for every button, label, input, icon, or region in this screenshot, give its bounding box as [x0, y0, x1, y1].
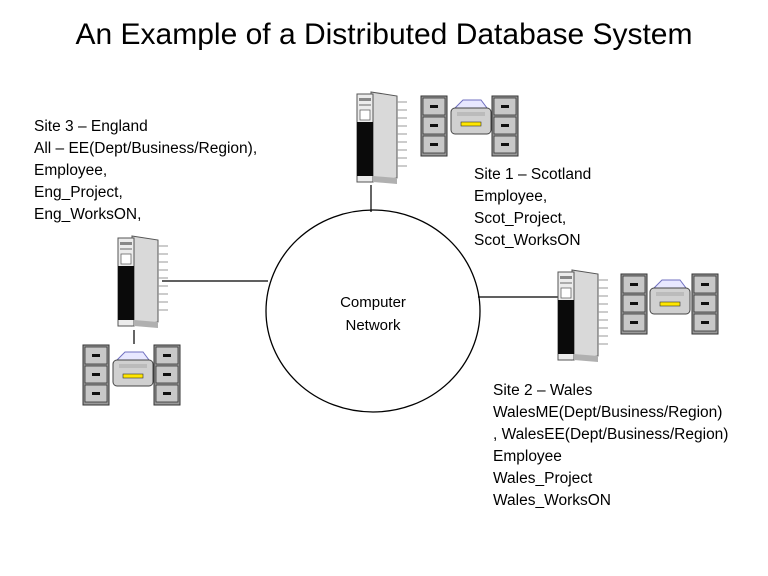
server-icon-site2 — [557, 269, 609, 363]
filing-cabinet-icon — [82, 344, 110, 406]
network-label-line1: Computer — [340, 294, 406, 311]
server-icon-site3 — [117, 235, 169, 329]
network-label-line2: Network — [345, 317, 401, 334]
filing-cabinet-icon — [691, 273, 719, 335]
site2-line: WalesME(Dept/Business/Region) — [493, 404, 723, 421]
printer-icon — [649, 279, 691, 315]
page-title: An Example of a Distributed Database Sys… — [75, 18, 693, 51]
site3-info: Site 3 – England All – EE(Dept/Business/… — [34, 116, 257, 226]
filing-cabinet-icon — [491, 95, 519, 157]
storage-site3 — [82, 344, 181, 406]
site1-line: Scot_Project, — [474, 210, 567, 227]
site2-line: Employee — [493, 448, 562, 465]
site1-heading: Site 1 – Scotland — [474, 166, 592, 183]
printer-icon — [112, 351, 154, 387]
site2-line: Wales_WorksON — [493, 492, 611, 509]
filing-cabinet-icon — [153, 344, 181, 406]
filing-cabinet-icon — [620, 273, 648, 335]
site3-heading: Site 3 – England — [34, 118, 148, 135]
site2-info: Site 2 – Wales WalesME(Dept/Business/Reg… — [493, 380, 728, 512]
network-ellipse — [265, 209, 481, 413]
site2-line: , WalesEE(Dept/Business/Region) — [493, 426, 729, 443]
storage-site2 — [620, 273, 719, 335]
filing-cabinet-icon — [420, 95, 448, 157]
storage-site1 — [420, 95, 519, 157]
site3-line: Eng_Project, — [34, 184, 123, 201]
site1-line: Employee, — [474, 188, 548, 205]
printer-icon — [450, 99, 492, 135]
site2-heading: Site 2 – Wales — [493, 382, 593, 399]
site3-line: Eng_WorksON, — [34, 206, 142, 223]
server-icon-site1 — [356, 91, 408, 185]
site3-line: All – EE(Dept/Business/Region), — [34, 140, 258, 157]
site1-line: Scot_WorksON — [474, 232, 581, 249]
site3-line: Employee, — [34, 162, 108, 179]
site2-line: Wales_Project — [493, 470, 593, 487]
site1-info: Site 1 – Scotland Employee, Scot_Project… — [474, 164, 591, 252]
